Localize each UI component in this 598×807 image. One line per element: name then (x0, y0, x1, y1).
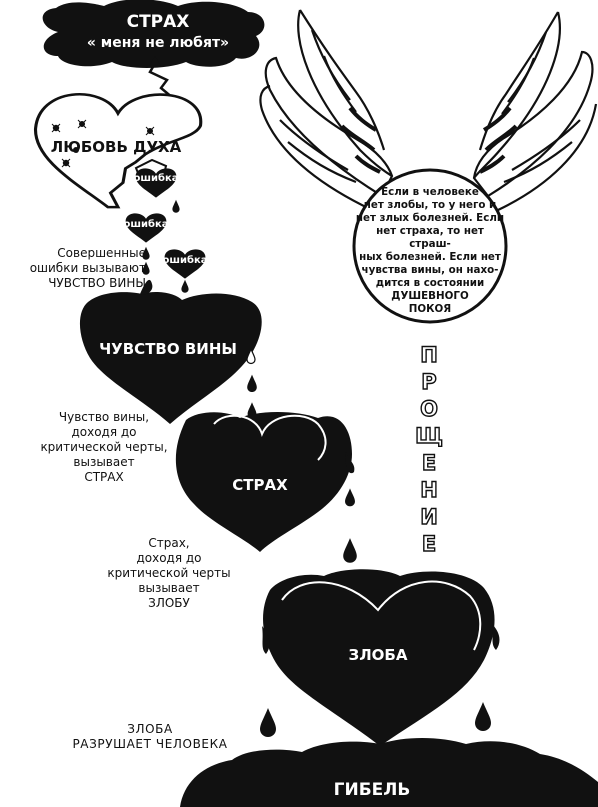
letter: Е (421, 450, 437, 475)
caption-line: СТРАХ (84, 470, 124, 484)
love-heart (33, 93, 203, 209)
halo-line: ДУШЕВНОГО (391, 290, 469, 302)
caption-line: доходя до (71, 425, 137, 439)
caption-fear: Страх, доходя до критической черты вызыв… (104, 536, 234, 611)
anger-heart-label: ЗЛОБА (349, 646, 408, 664)
caption-guilt: Чувство вины, доходя до критической черт… (36, 410, 172, 485)
caption-line: вызывает (138, 581, 200, 595)
love-heart-label: ЛЮБОВЬ ДУХА (50, 138, 182, 156)
mistake-label-1: ошибка (133, 172, 178, 184)
guilt-heart-label: ЧУВСТВО ВИНЫ (99, 340, 237, 358)
drip-drops-fear (343, 488, 357, 563)
caption-line: ЗЛОБУ (148, 596, 190, 610)
caption-line: ошибки вызывают (29, 261, 146, 275)
guilt-heart (79, 279, 262, 424)
caption-line: доходя до (136, 551, 202, 565)
halo-text: Если в человеке нет злобы, то у него и н… (355, 186, 505, 316)
fear-cloud-subtitle: « меня не любят» (86, 35, 230, 51)
ground-blob (180, 738, 598, 807)
fear-cloud-title: СТРАХ (126, 12, 190, 32)
halo-line: нет страха, то нет страш- (376, 225, 484, 250)
fear-heart (175, 412, 355, 552)
forgiveness-vertical-word: П Р О Щ Е Н И Е (414, 342, 444, 558)
caption-line: критической черты, (40, 440, 168, 454)
letter: Е (421, 531, 437, 556)
drip-drops-guilt (247, 374, 257, 419)
ground-label: ГИБЕЛЬ (334, 780, 411, 800)
letter: О (419, 396, 438, 421)
caption-line: вызывает (73, 455, 135, 469)
caption-line: ЗЛОБА (127, 722, 173, 736)
anger-heart (262, 569, 500, 746)
mistake-label-2: ошибка (123, 218, 168, 230)
halo-line: дится в состоянии (375, 277, 485, 289)
left-wing-icon (259, 9, 394, 211)
caption-line: ЧУВСТВО ВИНЫ (48, 276, 146, 290)
right-wing-icon (472, 11, 598, 211)
mistake-label-3: ошибка (162, 254, 207, 266)
letter: П (420, 342, 439, 367)
caption-line: РАЗРУШАЕТ ЧЕЛОВЕКА (72, 737, 228, 751)
caption-line: Чувство вины, (58, 410, 150, 424)
letter: Щ (414, 423, 443, 448)
caption-mistakes: Совершенные ошибки вызывают ЧУВСТВО ВИНЫ (4, 246, 146, 291)
halo-circle (352, 168, 508, 324)
halo-line: ных болезней. Если нет (359, 251, 501, 263)
drip-drops-small (142, 199, 189, 293)
caption-anger: ЗЛОБА РАЗРУШАЕТ ЧЕЛОВЕКА (58, 722, 242, 752)
halo-line: чувства вины, он нахо- (361, 264, 499, 276)
caption-line: Страх, (148, 536, 190, 550)
halo-line: Если в человеке (381, 186, 479, 198)
letter: Н (420, 477, 439, 502)
caption-line: Совершенные (57, 246, 146, 260)
fear-cloud (42, 0, 265, 68)
letter: И (420, 504, 439, 529)
fear-heart-label: СТРАХ (232, 476, 288, 494)
caption-line: критической черты (107, 566, 231, 580)
bug-icon (51, 119, 155, 168)
halo-line: ПОКОЯ (408, 303, 452, 315)
letter: Р (421, 369, 438, 394)
halo-line: нет злых болезней. Если (355, 212, 505, 224)
halo-line: нет злобы, то у него и (363, 199, 497, 211)
